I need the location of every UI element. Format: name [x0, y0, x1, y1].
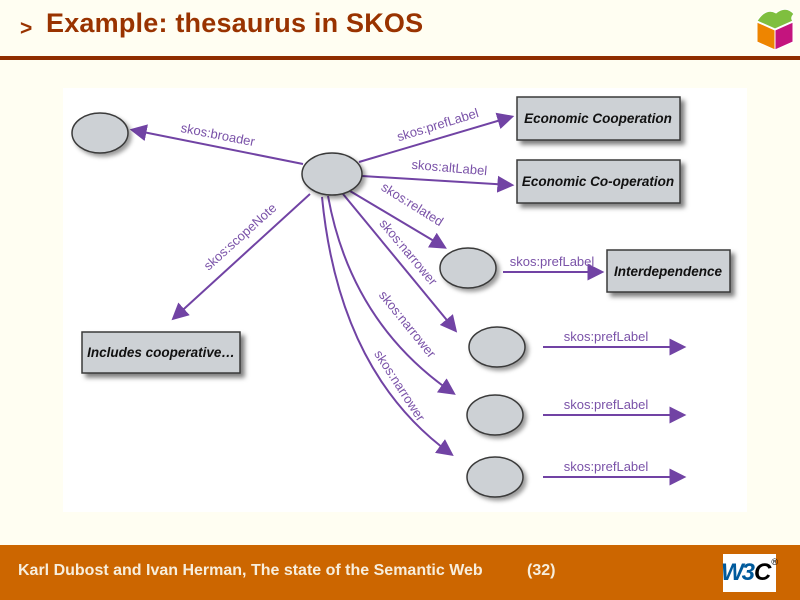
diagram-canvas: Economic Cooperation Economic Co-operati…: [71, 96, 731, 498]
w3c-logo-w3: W3: [721, 559, 755, 586]
label-box-interdependence: [606, 249, 731, 293]
edge-altlabel: [361, 175, 515, 193]
w3c-logo-c: C: [754, 559, 772, 586]
title-marker: >: [20, 17, 33, 40]
semantic-web-cube-icon: [756, 8, 795, 51]
page-title: Example: thesaurus in SKOS: [46, 8, 424, 38]
label-box-economic-cooperation-text: Economic Cooperation: [524, 111, 672, 126]
edge-label-altlabel: skos:altLabel: [411, 157, 488, 179]
edge-label-preflabel-row2: skos:prefLabel: [564, 397, 649, 412]
edge-narrower-3: [321, 196, 454, 456]
edge-label-preflabel-interdependence: skos:prefLabel: [510, 254, 595, 269]
slide-header: > Example: thesaurus in SKOS: [0, 0, 800, 55]
cube-top-face: [756, 8, 795, 30]
edge-narrower-1: [342, 193, 458, 333]
concept-node-narrower-1: [468, 326, 526, 368]
cube-right-face: [774, 21, 794, 51]
edge-label-preflabel-row1: skos:prefLabel: [564, 329, 649, 344]
label-box-economic-cooperation: [516, 96, 681, 141]
edge-related: [349, 190, 447, 249]
header-rule: [0, 56, 800, 60]
label-box-interdependence-text: Interdependence: [614, 264, 723, 279]
label-box-includes-cooperative: [81, 331, 241, 374]
skos-thesaurus-diagram: Economic Cooperation Economic Co-operati…: [63, 88, 747, 512]
label-box-includes-cooperative-text: Includes cooperative…: [87, 345, 235, 360]
footer-page-number: (32): [527, 562, 556, 579]
concept-node-central: [301, 152, 363, 196]
edge-preflabel-top: [358, 112, 515, 163]
label-box-economic-co-operation: [516, 159, 681, 204]
edge-broader: [129, 124, 304, 165]
label-box-economic-co-operation-text: Economic Co-operation: [522, 174, 674, 189]
edge-label-scopenote: skos:scopeNote: [201, 200, 280, 273]
concept-node-narrower-3: [466, 456, 524, 498]
concept-node-narrower-2: [466, 394, 524, 436]
concept-node-broader: [71, 112, 129, 154]
edge-label-preflabel-row3: skos:prefLabel: [564, 459, 649, 474]
edge-label-broader: skos:broader: [180, 120, 257, 149]
edge-label-narrower-3: skos:narrower: [371, 347, 428, 424]
footer-bar: Karl Dubost and Ivan Herman, The state o…: [0, 545, 800, 600]
concept-node-related: [439, 247, 497, 289]
edge-scopenote: [171, 193, 311, 321]
edge-narrower-2: [327, 195, 456, 395]
footer-credit: Karl Dubost and Ivan Herman, The state o…: [18, 562, 483, 579]
w3c-logo-registered: ®: [771, 557, 778, 567]
